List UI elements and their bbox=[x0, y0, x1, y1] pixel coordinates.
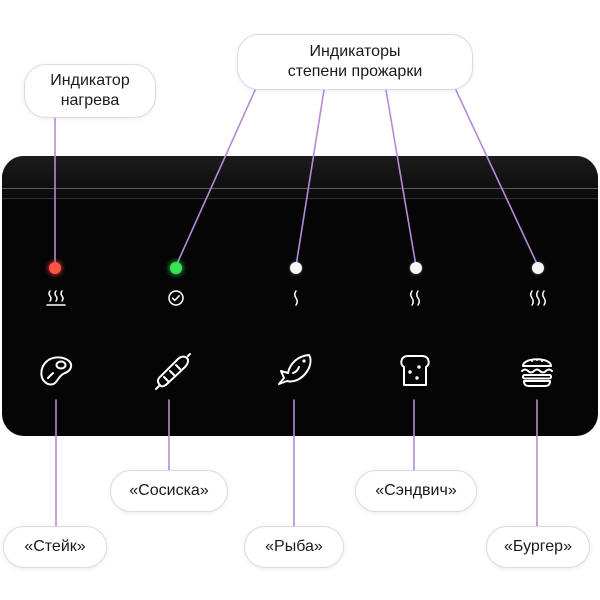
fish-icon[interactable] bbox=[276, 351, 316, 389]
doneness-indicators-label-line-1: Индикаторы bbox=[309, 43, 401, 60]
doneness-led-4 bbox=[532, 262, 544, 274]
program-label-burger: «Бургер» bbox=[486, 526, 590, 568]
heat-3-waves-icon bbox=[45, 288, 67, 308]
heat-3-waves-icon bbox=[527, 289, 549, 307]
heating-led bbox=[49, 262, 61, 274]
doneness-indicators-label: Индикаторы степени прожарки bbox=[237, 34, 473, 90]
panel-top-bevel bbox=[2, 156, 598, 200]
checkmark-circle-icon bbox=[167, 289, 185, 307]
heating-indicator-label-line-2: нагрева bbox=[60, 92, 120, 109]
heating-indicator-label-line-1: Индикатор bbox=[50, 72, 130, 89]
panel-edge-line bbox=[2, 188, 598, 189]
doneness-led-1 bbox=[170, 262, 182, 274]
steak-icon[interactable] bbox=[37, 352, 75, 388]
sausage-icon[interactable] bbox=[151, 350, 193, 390]
panel-edge-line bbox=[2, 198, 598, 199]
burger-icon[interactable] bbox=[518, 352, 556, 388]
doneness-led-3 bbox=[410, 262, 422, 274]
heating-indicator-label: Индикатор нагрева bbox=[24, 64, 156, 118]
sandwich-icon[interactable] bbox=[396, 352, 434, 388]
heat-2-waves-icon bbox=[407, 289, 423, 307]
program-label-sausage: «Сосиска» bbox=[110, 470, 228, 512]
program-label-fish: «Рыба» bbox=[244, 526, 344, 568]
program-label-burger-text: «Бургер» bbox=[504, 538, 572, 555]
program-label-steak-text: «Стейк» bbox=[24, 538, 86, 555]
program-label-sausage-text: «Сосиска» bbox=[129, 482, 209, 499]
doneness-led-2 bbox=[290, 262, 302, 274]
heat-1-wave-icon bbox=[289, 289, 301, 307]
program-label-sandwich: «Сэндвич» bbox=[355, 470, 477, 512]
doneness-indicators-label-line-2: степени прожарки bbox=[287, 63, 423, 80]
program-label-sandwich-text: «Сэндвич» bbox=[375, 482, 457, 499]
program-label-fish-text: «Рыба» bbox=[265, 538, 323, 555]
program-label-steak: «Стейк» bbox=[3, 526, 107, 568]
